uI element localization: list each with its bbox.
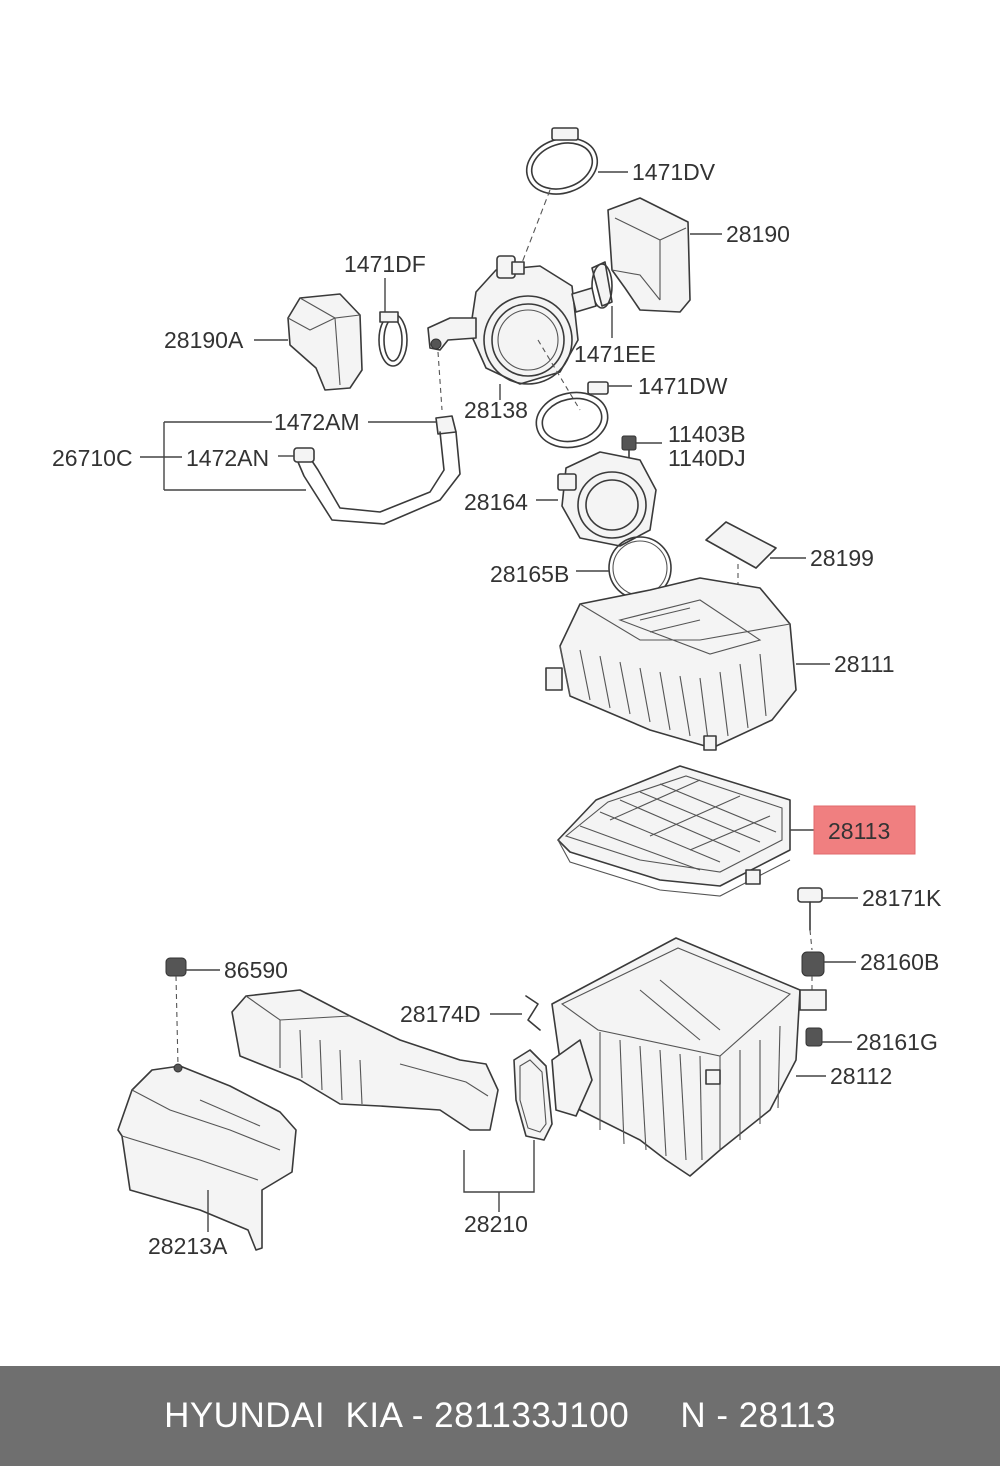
callout-labels: 1471DV 28190 1471DF 28190A 1471EE 1471DW… xyxy=(52,159,942,1259)
bolt-28171K xyxy=(797,887,858,951)
callout-11403B: 11403B xyxy=(668,421,746,447)
callout-28161G: 28161G xyxy=(856,1029,938,1055)
callout-1471EE: 1471EE xyxy=(574,341,656,367)
hose-26710C xyxy=(140,415,461,525)
callout-28174D: 28174D xyxy=(400,1001,481,1027)
callout-28164: 28164 xyxy=(464,489,528,515)
callout-1472AN: 1472AN xyxy=(186,445,269,471)
callout-1471DF: 1471DF xyxy=(344,251,426,277)
callout-28138: 28138 xyxy=(464,397,528,423)
label-28199 xyxy=(705,521,806,594)
filter-28113 xyxy=(557,765,814,897)
callout-28199: 28199 xyxy=(810,545,874,571)
throttle-body-28138 xyxy=(427,255,597,411)
housing-28112 xyxy=(551,937,827,1177)
clip-28174D xyxy=(490,995,541,1031)
clamp-1471EE xyxy=(591,261,613,338)
duct-28190 xyxy=(607,197,722,313)
callout-28210: 28210 xyxy=(464,1211,528,1237)
callout-28160B: 28160B xyxy=(860,949,939,975)
callout-28190A: 28190A xyxy=(164,327,244,353)
callout-1471DW: 1471DW xyxy=(638,373,728,399)
callout-28112: 28112 xyxy=(830,1063,892,1089)
callout-86590: 86590 xyxy=(224,957,288,983)
grommet-28160B xyxy=(801,951,856,990)
callout-28171K: 28171K xyxy=(862,885,942,911)
duct-28190A xyxy=(254,293,363,391)
callout-1471DV: 1471DV xyxy=(632,159,716,185)
callout-26710C: 26710C xyxy=(52,445,133,471)
clamp-1471DF xyxy=(378,278,408,367)
cover-28111 xyxy=(545,577,830,751)
sensor-housing-28164 xyxy=(536,451,657,547)
callout-28111: 28111 xyxy=(834,651,895,677)
callout-1140DJ: 1140DJ xyxy=(668,445,746,471)
shield-28213A xyxy=(117,1063,297,1251)
callout-1472AM: 1472AM xyxy=(274,409,360,435)
callout-28213A: 28213A xyxy=(148,1233,228,1259)
callout-28190: 28190 xyxy=(726,221,790,247)
bolt-28161G xyxy=(805,1027,852,1047)
highlight-28113 xyxy=(813,805,916,855)
callout-28113: 28113 xyxy=(828,818,890,844)
footer-text: HYUNDAI KIA - 281133J100 N - 28113 xyxy=(164,1396,836,1435)
part-number-footer: HYUNDAI KIA - 281133J100 N - 28113 xyxy=(0,1366,1000,1466)
callout-28165B: 28165B xyxy=(490,561,569,587)
clip-86590 xyxy=(165,957,220,1067)
clamp-1471DW xyxy=(535,381,632,449)
clamp-1471DV xyxy=(519,127,628,269)
parts-diagram: 1471DV 28190 1471DF 28190A 1471EE 1471DW… xyxy=(52,127,942,1259)
intake-duct-28210 xyxy=(231,989,553,1212)
